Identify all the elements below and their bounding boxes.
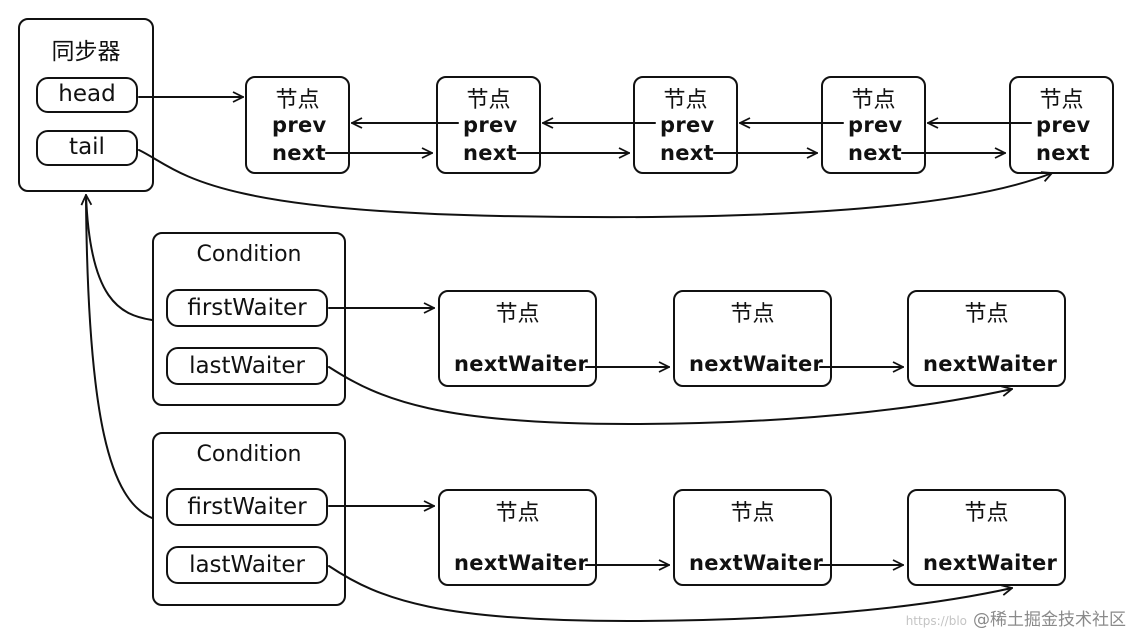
- sync-node-label: 节点: [1039, 88, 1084, 113]
- next-waiter-field: nextWaiter: [923, 352, 1058, 376]
- waiter-node: 节点 nextWaiter: [673, 489, 832, 586]
- waiter-node-label: 节点: [730, 501, 775, 526]
- node-prev-field: prev: [463, 113, 518, 137]
- node-next-field: next: [463, 141, 517, 165]
- waiter-node: 节点 nextWaiter: [673, 290, 832, 387]
- last-waiter-pointer: lastWaiter: [166, 546, 328, 584]
- waiter-node: 节点 nextWaiter: [907, 290, 1066, 387]
- waiter-node-label: 节点: [495, 501, 540, 526]
- next-waiter-field: nextWaiter: [454, 352, 589, 376]
- sync-node-4: 节点 prev next: [821, 76, 926, 174]
- condition-title: Condition: [196, 442, 302, 467]
- sync-node-1: 节点 prev next: [245, 76, 350, 174]
- node-prev-field: prev: [848, 113, 903, 137]
- watermark: https://blo @稀土掘金技术社区: [906, 605, 1126, 630]
- sync-node-label: 节点: [466, 88, 511, 113]
- node-next-field: next: [848, 141, 902, 165]
- node-next-field: next: [272, 141, 326, 165]
- head-pointer: head: [36, 77, 138, 113]
- node-prev-field: prev: [660, 113, 715, 137]
- waiter-node-label: 节点: [495, 302, 540, 327]
- waiter-node-label: 节点: [730, 302, 775, 327]
- watermark-url: https://blo: [905, 614, 967, 628]
- next-waiter-field: nextWaiter: [923, 551, 1058, 575]
- waiter-node-label: 节点: [964, 302, 1009, 327]
- sync-node-2: 节点 prev next: [436, 76, 541, 174]
- synchronizer-title: 同步器: [51, 39, 121, 65]
- first-waiter-pointer: firstWaiter: [166, 488, 328, 526]
- next-waiter-field: nextWaiter: [454, 551, 589, 575]
- waiter-node: 节点 nextWaiter: [438, 290, 597, 387]
- last-waiter-pointer: lastWaiter: [166, 347, 328, 385]
- sync-node-label: 节点: [663, 88, 708, 113]
- node-prev-field: prev: [1036, 113, 1091, 137]
- sync-node-3: 节点 prev next: [633, 76, 738, 174]
- node-next-field: next: [660, 141, 714, 165]
- node-prev-field: prev: [272, 113, 327, 137]
- waiter-node: 节点 nextWaiter: [438, 489, 597, 586]
- next-waiter-field: nextWaiter: [689, 352, 824, 376]
- sync-node-label: 节点: [275, 88, 320, 113]
- condition-1-link: [86, 195, 153, 321]
- node-next-field: next: [1036, 141, 1090, 165]
- first-waiter-pointer: firstWaiter: [166, 289, 328, 327]
- condition-2-link: [85, 199, 153, 519]
- tail-pointer: tail: [36, 130, 138, 166]
- waiter-node-label: 节点: [964, 501, 1009, 526]
- watermark-text: @稀土掘金技术社区: [973, 610, 1126, 630]
- next-waiter-field: nextWaiter: [689, 551, 824, 575]
- condition-title: Condition: [196, 242, 302, 267]
- sync-node-5: 节点 prev next: [1009, 76, 1114, 174]
- waiter-node: 节点 nextWaiter: [907, 489, 1066, 586]
- sync-node-label: 节点: [851, 88, 896, 113]
